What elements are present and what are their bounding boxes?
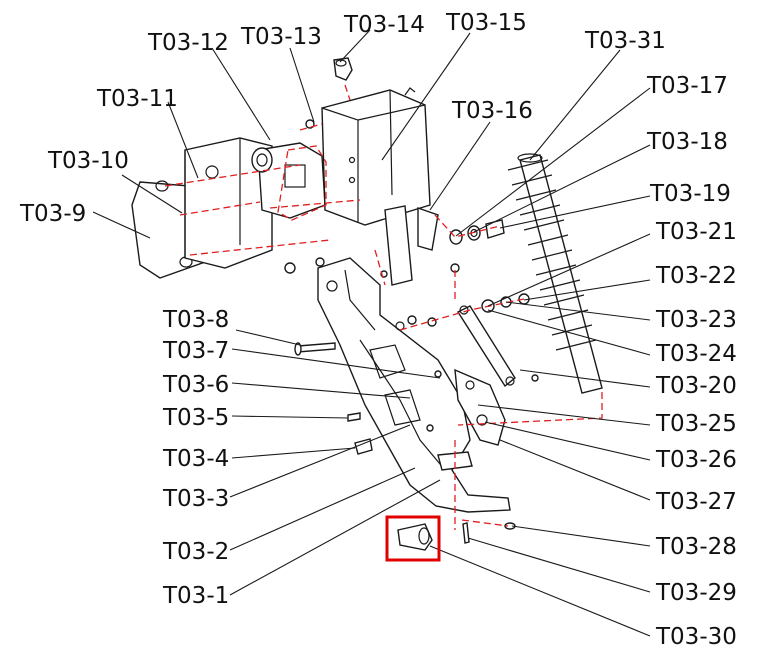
leader-lines	[92, 29, 651, 637]
part-rod	[384, 205, 439, 286]
part-pin	[347, 412, 361, 422]
part-long-bolt	[294, 342, 336, 356]
part-valve	[251, 142, 326, 219]
callout-labels: T03-1 T03-2 T03-3 T03-4 T03-5 T03-6 T03-…	[19, 10, 737, 650]
callout-label: T03-7	[162, 338, 229, 364]
part-sleeve	[397, 523, 433, 551]
callout-label: T03-8	[162, 307, 229, 333]
part-latch	[454, 368, 506, 446]
parts-drawing	[131, 57, 603, 551]
callout-label: T03-26	[655, 447, 737, 473]
part-spring	[507, 153, 603, 394]
callout-label: T03-13	[240, 24, 322, 50]
callout-label: T03-6	[162, 372, 229, 398]
highlight-box	[385, 515, 441, 562]
part-small-screw	[305, 119, 315, 129]
callout-label: T03-28	[655, 534, 737, 560]
callout-label: T03-22	[655, 263, 737, 289]
callout-label: T03-5	[162, 405, 229, 431]
callout-label: T03-21	[655, 219, 737, 245]
part-clip	[354, 438, 373, 455]
callout-label: T03-31	[584, 28, 666, 54]
part-mounting-block	[184, 137, 273, 269]
part-cylinder	[321, 87, 431, 226]
callout-label: T03-10	[47, 148, 129, 174]
callout-label: T03-1	[162, 583, 229, 609]
part-foot-hook	[437, 451, 473, 471]
part-screw-bottom	[462, 522, 470, 544]
part-fitting	[333, 57, 353, 81]
callout-label: T03-20	[655, 373, 737, 399]
explode-lines	[164, 84, 603, 530]
part-hardware-lower	[481, 293, 530, 313]
callout-label: T03-18	[646, 129, 728, 155]
callout-label: T03-11	[96, 86, 178, 112]
callout-label: T03-9	[19, 201, 86, 227]
callout-label: T03-24	[655, 341, 737, 367]
callout-label: T03-12	[147, 30, 229, 56]
callout-label: T03-14	[343, 12, 425, 38]
callout-label: T03-27	[655, 489, 737, 515]
callout-label: T03-30	[655, 624, 737, 650]
callout-label: T03-25	[655, 411, 737, 437]
part-link-arm	[456, 305, 516, 388]
part-hardware-upper	[449, 219, 505, 245]
callout-label: T03-15	[445, 10, 527, 36]
callout-label: T03-4	[162, 446, 229, 472]
callout-label: T03-17	[646, 73, 728, 99]
callout-label: T03-2	[162, 539, 229, 565]
callout-label: T03-29	[655, 580, 737, 606]
callout-label: T03-3	[162, 486, 229, 512]
callout-label: T03-16	[451, 98, 533, 124]
callout-label: T03-23	[655, 307, 737, 333]
callout-label: T03-19	[649, 181, 731, 207]
